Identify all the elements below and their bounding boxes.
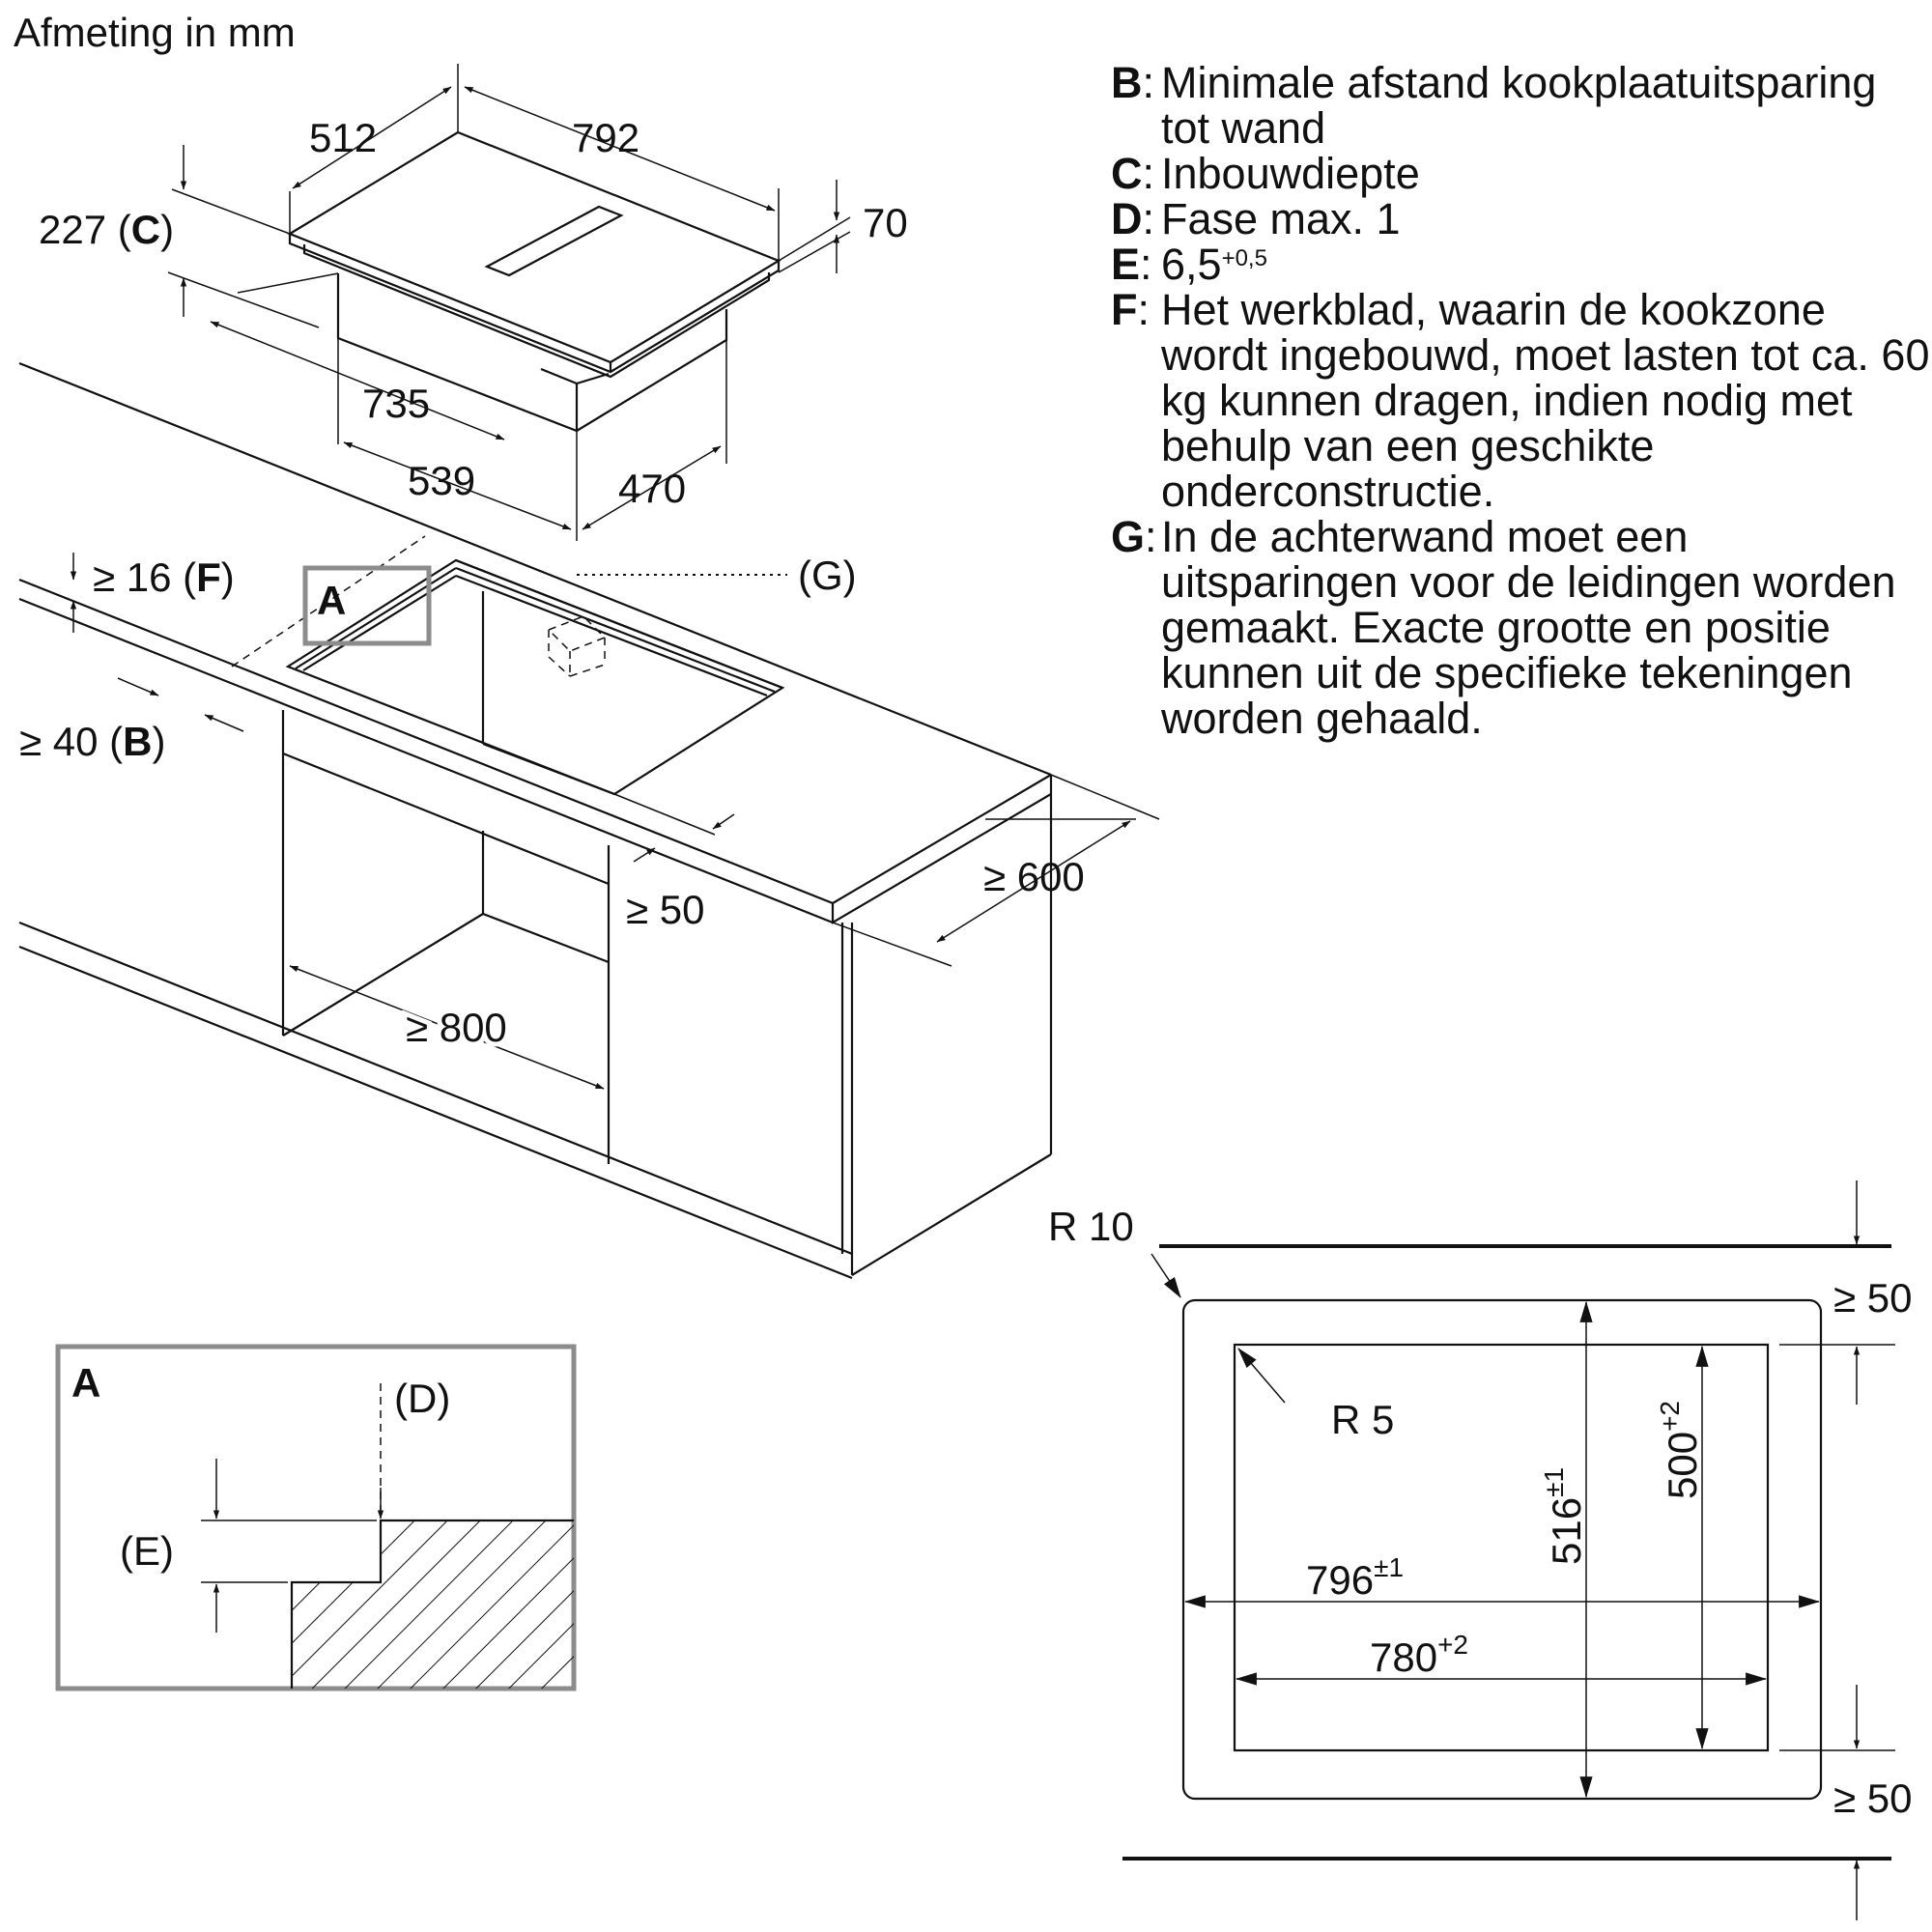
hob-body-length-label: 735 [362,381,430,426]
inner-radius-label: R 5 [1331,1397,1394,1442]
inner-height-label: 500+2 [1655,1401,1705,1499]
inner-width-label: 780+2 [1370,1630,1468,1680]
outer-height-label: 516±1 [1539,1467,1589,1565]
front-gap-label: ≥ 50 [626,887,704,932]
outer-radius-label: R 10 [1048,1204,1134,1249]
legend-item-g: G: In de achterwand moet een uitsparinge… [1111,514,1932,741]
legend-text-e-tolerance: +0,5 [1221,245,1267,271]
d-reference-label: (D) [394,1376,450,1421]
opening-width-label: ≥ 800 [406,1005,507,1050]
legend-item-b: B: Minimale afstand kookplaatuitsparing … [1111,60,1932,151]
g-reference-label: (G) [798,553,857,598]
hob-body-width-label: 539 [408,458,475,503]
outer-width-label: 796±1 [1306,1552,1404,1603]
hob-body-depth-label: 470 [618,466,686,511]
cutout-plan: R 10 R 5 ≥ 50 ≥ 50 796±1 780+2 516±1 500… [1048,1180,1912,1920]
legend-text-d: Fase max. 1 [1161,194,1401,243]
legend-text-f: Het werkblad, waarin de kookzone wordt i… [1161,285,1930,516]
hob-height-c-label: 227 (C) [39,207,174,252]
legend: B: Minimale afstand kookplaatuitsparing … [1111,60,1932,741]
detail-a-marker: A [317,578,346,623]
legend-key-g: G [1111,512,1146,561]
hob-length-top-label: 792 [572,115,639,160]
legend-text-e: 6,5 [1161,240,1222,289]
diagram-title: Afmeting in mm [14,10,296,55]
hob-thickness-label: 70 [863,200,908,245]
legend-key-e: E [1111,240,1141,289]
legend-item-c: C: Inbouwdiepte [1111,151,1932,196]
bottom-gap-label: ≥ 50 [1833,1776,1912,1821]
top-gap-label: ≥ 50 [1833,1275,1912,1321]
b-distance-label: ≥ 40 (B) [19,719,165,764]
legend-item-d: D: Fase max. 1 [1111,196,1932,242]
legend-text-g: In de achterwand moet een uitsparingen v… [1161,512,1896,743]
legend-text-c: Inbouwdiepte [1161,149,1420,198]
e-reference-label: (E) [120,1528,174,1574]
legend-item-f: F: Het werkblad, waarin de kookzone word… [1111,287,1932,514]
f-thickness-label: ≥ 16 (F) [93,554,235,600]
detail-a: A (D) (E) [55,1344,577,1691]
legend-key-b: B [1111,58,1143,107]
hob-width-top-label: 512 [309,115,377,160]
legend-key-d: D [1111,194,1143,243]
legend-key-f: F [1111,285,1138,334]
detail-a-title: A [71,1360,100,1406]
legend-key-c: C [1111,149,1143,198]
depth-label: ≥ 600 [983,854,1085,899]
cabinet-drawing [18,361,1053,1280]
cabinet-dimensions: (G) ≥ 16 (F) ≥ 40 (B) A ≥ 50 ≥ 600 ≥ 800 [19,553,1160,1090]
legend-item-e: E: 6,5+0,5 [1111,240,1267,289]
hob-dimensions: 512 792 227 (C) 70 735 539 470 [39,64,908,541]
legend-text-b: Minimale afstand kookplaatuitsparing tot… [1161,58,1877,153]
